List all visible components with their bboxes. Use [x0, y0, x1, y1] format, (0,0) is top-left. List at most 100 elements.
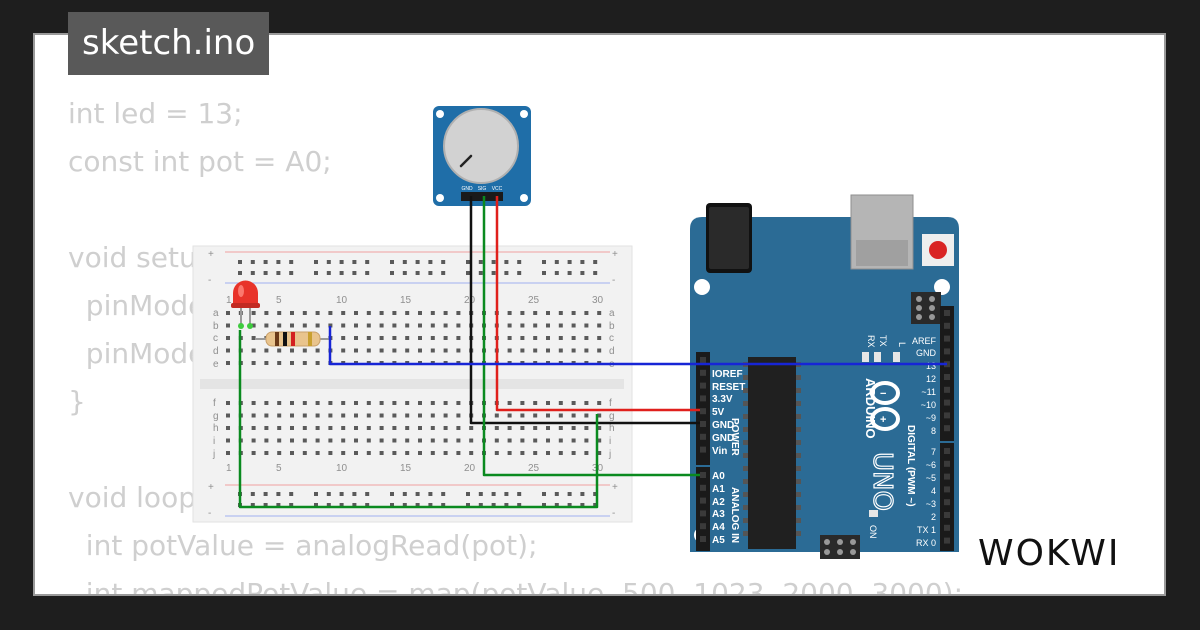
- svg-text:Vin: Vin: [712, 446, 727, 457]
- svg-text:c: c: [609, 333, 614, 344]
- sketch-filename-tab[interactable]: sketch.ino: [68, 12, 270, 75]
- svg-text:12: 12: [926, 374, 936, 384]
- svg-text:c: c: [213, 333, 218, 344]
- pot-pin-vcc-label: VCC: [492, 186, 503, 192]
- tx-led-label: TX: [878, 335, 888, 347]
- svg-text:A0: A0: [712, 471, 725, 482]
- svg-text:A2: A2: [712, 497, 725, 508]
- rail-minus-label: -: [208, 508, 211, 519]
- svg-text:2: 2: [931, 512, 936, 522]
- rail-minus-label: -: [612, 508, 615, 519]
- svg-text:GND: GND: [712, 433, 734, 444]
- power-pin-labels: IOREF RESET 3.3V 5V GND GND Vin: [712, 369, 745, 457]
- svg-text:~5: ~5: [926, 473, 936, 483]
- tx-led: [874, 352, 881, 362]
- svg-text:~9: ~9: [926, 413, 936, 423]
- svg-text:5: 5: [276, 463, 282, 474]
- svg-text:h: h: [213, 423, 219, 434]
- svg-text:15: 15: [400, 463, 412, 474]
- pot-pin-sig-label: SIG: [478, 186, 487, 192]
- analog-header-label: ANALOG IN: [729, 487, 740, 543]
- resistor[interactable]: [255, 331, 330, 347]
- rail-plus-label: +: [612, 249, 618, 260]
- wire-vcc-red[interactable]: [495, 196, 700, 412]
- svg-text:25: 25: [528, 463, 540, 474]
- l-led-label: L: [897, 342, 907, 347]
- svg-text:−: −: [880, 388, 886, 400]
- rx-led-label: RX: [866, 335, 876, 348]
- svg-text:25: 25: [528, 295, 540, 306]
- red-led[interactable]: [231, 280, 260, 329]
- svg-text:h: h: [609, 423, 615, 434]
- l-led: [893, 352, 900, 362]
- wire-gnd-black[interactable]: [469, 196, 700, 425]
- on-led: [869, 510, 878, 517]
- svg-text:1: 1: [226, 295, 232, 306]
- digital-pin-labels-top: AREF GND 13 12 ~11 ~10 ~9 8: [912, 336, 937, 436]
- svg-text:g: g: [213, 411, 219, 422]
- svg-text:~11: ~11: [921, 387, 936, 397]
- svg-text:8: 8: [931, 426, 936, 436]
- svg-text:f: f: [213, 398, 216, 409]
- svg-text:GND: GND: [916, 348, 937, 358]
- svg-text:10: 10: [336, 463, 348, 474]
- svg-text:~3: ~3: [926, 499, 936, 509]
- svg-text:7: 7: [931, 447, 936, 457]
- pot-knob[interactable]: [443, 108, 519, 184]
- rail-plus-label: +: [612, 482, 618, 493]
- svg-text:UNO: UNO: [867, 452, 897, 511]
- arduino-uno-board[interactable]: IOREF RESET 3.3V 5V GND GND Vin POWER A0…: [690, 194, 959, 559]
- digital-pin-labels-bottom: 7 ~6 ~5 4 ~3 2 TX 1 RX 0: [916, 447, 936, 548]
- svg-text:j: j: [212, 449, 215, 460]
- svg-text:20: 20: [464, 463, 476, 474]
- rx-led: [862, 352, 869, 362]
- svg-text:WOKWI: WOKWI: [978, 533, 1120, 574]
- svg-text:RESET: RESET: [712, 382, 745, 393]
- svg-text:~10: ~10: [921, 400, 936, 410]
- svg-text:g: g: [609, 411, 615, 422]
- rail-minus-label: -: [612, 275, 615, 286]
- reset-button[interactable]: [929, 241, 947, 259]
- rail-plus-label: +: [208, 249, 214, 260]
- svg-text:13: 13: [926, 361, 936, 371]
- power-header-label: POWER: [729, 418, 740, 457]
- svg-text:A3: A3: [712, 509, 725, 520]
- svg-text:IOREF: IOREF: [712, 369, 743, 380]
- svg-text:d: d: [213, 346, 219, 357]
- arduino-infinity-logo: − +: [870, 381, 900, 431]
- pot-pin-gnd-label: GND: [461, 186, 473, 192]
- svg-text:d: d: [609, 346, 615, 357]
- digital-header-label: DIGITAL (PWM ~): [905, 425, 916, 507]
- svg-text:10: 10: [336, 295, 348, 306]
- svg-text:a: a: [609, 308, 615, 319]
- on-led-label: ON: [868, 525, 878, 539]
- svg-text:GND: GND: [712, 420, 734, 431]
- svg-text:i: i: [609, 436, 611, 447]
- svg-text:TX 1: TX 1: [917, 525, 936, 535]
- wire-signal-green[interactable]: [482, 196, 700, 477]
- svg-text:+: +: [880, 414, 886, 426]
- rail-minus-label: -: [208, 275, 211, 286]
- analog-pin-labels: A0 A1 A2 A3 A4 A5: [712, 471, 725, 546]
- svg-text:1: 1: [226, 463, 232, 474]
- svg-text:b: b: [213, 321, 219, 332]
- svg-text:15: 15: [400, 295, 412, 306]
- breadboard: + - + - + - + - 1 5 10 15 20 25 30 1 5 1…: [192, 245, 633, 523]
- svg-text:RX 0: RX 0: [916, 538, 936, 548]
- svg-text:4: 4: [931, 486, 936, 496]
- wokwi-logo: WOKWI: [978, 533, 1120, 574]
- svg-text:i: i: [213, 436, 215, 447]
- wire-gnd-rail-green[interactable]: [238, 330, 599, 509]
- svg-text:a: a: [213, 308, 219, 319]
- svg-text:~6: ~6: [926, 460, 936, 470]
- svg-text:f: f: [609, 398, 612, 409]
- wire-led-blue[interactable]: [328, 326, 947, 366]
- svg-text:30: 30: [592, 295, 604, 306]
- svg-text:b: b: [609, 321, 615, 332]
- potentiometer[interactable]: GND SIG VCC: [433, 106, 531, 206]
- svg-text:3.3V: 3.3V: [712, 394, 733, 405]
- svg-text:j: j: [608, 449, 611, 460]
- atmega-chip: [748, 357, 796, 549]
- svg-text:e: e: [213, 359, 219, 370]
